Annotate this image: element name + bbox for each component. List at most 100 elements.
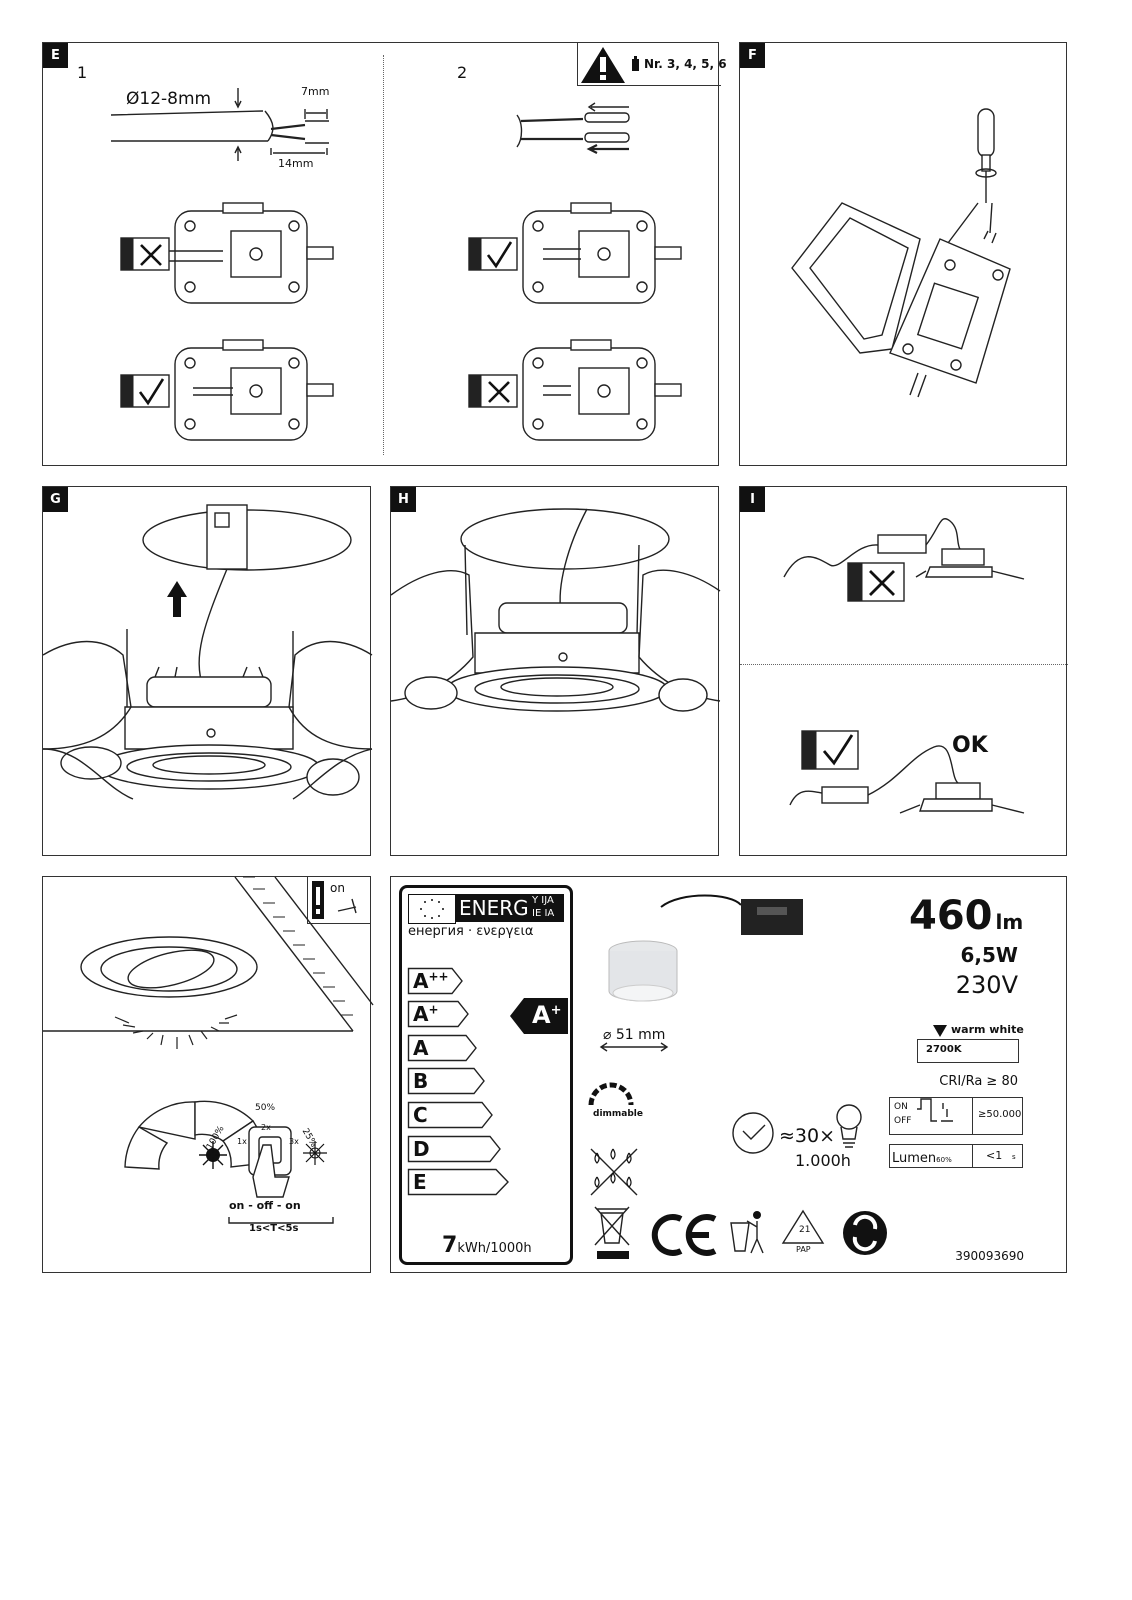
class-arrow [407,1168,509,1196]
switch-on-label: ON [894,1102,908,1112]
switch-off-label: OFF [894,1116,912,1126]
panel-h-tag: H [391,487,416,512]
lifetime-hours: 1.000h [795,1151,851,1170]
step-2-number: 2 [457,63,468,82]
warning-triangle-icon [581,47,625,83]
switch-cycle-divider [972,1098,973,1134]
ce-mark-icon [651,1214,717,1256]
color-label: warm white [951,1023,1024,1036]
class-arrow [407,1067,485,1095]
press-3x-label: 3x [289,1137,299,1146]
dim-warning-box: on [307,877,370,924]
class-app-main: A [413,969,429,993]
color-temp-box: 2700K [917,1039,1019,1063]
panel-i-divider [740,664,1068,665]
class-e-main: E [413,1170,427,1194]
consumption-unit: kWh/1000h [457,1241,532,1256]
energy-label: ENERG Y IJA IE IA енергия · ενεργεια A++… [399,885,573,1265]
dimming-drawing [43,876,374,1224]
energy-class-c: C [407,1101,494,1129]
class-arrow [407,1135,501,1163]
energy-class-a: A [407,1034,478,1062]
cross-badge-icon [847,562,905,602]
panel-g: G [42,486,373,856]
panel-f: F [739,42,1067,466]
panel-g-tag: G [43,487,68,512]
power-rating: 6,5W [960,943,1019,967]
cri-value: CRI/Ra ≥ 80 [939,1074,1018,1089]
panel-e-tag: E [43,43,68,68]
dim-50-label: 50% [255,1103,276,1113]
check-badge-icon [801,730,859,770]
class-a-main: A [413,1036,429,1060]
switch-sequence: on - off - on [229,1199,301,1212]
energy-title-box: ENERG Y IJA IE IA [456,894,564,922]
energy-class-d: D [407,1135,502,1163]
dimmable-label: dimmable [593,1109,643,1119]
article-number: 390093690 [955,1249,1024,1263]
panel-i-tag: I [740,487,765,512]
strip-length-7mm: 7mm [301,85,330,98]
energy-class-b: B [407,1067,486,1095]
wiring-check-drawing [783,518,1025,814]
rating-sup: + [550,1003,562,1018]
warmup-time: <1 [986,1149,1003,1162]
class-app-sup: ++ [428,969,449,984]
diameter-label: ⌀ 51 mm [603,1027,666,1043]
energy-title-suffix-bottom: IE IA [532,908,555,919]
warning-exclaim-icon [312,881,357,919]
sun-bright-icon [199,1141,227,1169]
rating-arrow [510,998,568,1034]
panel-e-drawings [110,88,682,441]
recycle-label: PAP [796,1245,811,1254]
tidyman-icon [730,1211,764,1254]
switch-timing: 1s<T<5s [249,1223,299,1234]
warmup-divider [972,1145,973,1167]
connector-box-1 [163,202,334,304]
energy-class-e: E [407,1168,510,1196]
connector-box-2 [174,339,334,441]
cable-diameter-label: Ø12-8mm [126,89,212,109]
install-fixture-drawing [390,508,721,712]
class-d-main: D [413,1137,430,1161]
dim-on-label: on [330,881,345,895]
energy-title-suffix-top: Y IJA [532,895,554,906]
press-2x-label: 2x [261,1123,271,1132]
panel-f-tag: F [740,43,765,68]
cross-badge-icon [120,237,170,271]
battery-icon [632,56,639,71]
panel-product-info: ENERG Y IJA IE IA енергия · ενεργεια A++… [390,876,1067,1273]
insert-wiring-drawing [42,504,373,800]
connector-box-3 [522,202,682,304]
bulb-icon [836,1104,862,1148]
eu-stars-icon [420,899,444,919]
clock-icon [732,1112,774,1154]
ok-label: OK [952,733,988,758]
sun-dim-icon [303,1141,327,1165]
energy-rating-indicator: A+ [510,998,570,1034]
check-badge-icon [468,237,518,271]
panel-dimming: on 50% 100 [42,876,374,1273]
switch-cycles-value: ≥50.000 [978,1109,1022,1120]
panel-h: H [390,486,721,856]
lumen-value: 460 [909,893,993,939]
rating-main: A [532,1001,551,1029]
consumption-value: 7 [442,1233,458,1258]
recycle-triangle-icon [781,1209,825,1244]
cross-badge-icon [468,374,518,408]
green-dot-icon [843,1211,887,1255]
class-arrow [407,967,463,995]
energy-class-app: A++ [407,967,463,995]
class-arrow [407,1101,493,1129]
eu-flag-box [408,894,456,924]
switch-cycle-box: ON OFF ≥50.000 [889,1097,1023,1135]
class-c-main: C [413,1103,428,1127]
class-arrow [407,1034,477,1062]
open-junction-box-drawing [791,108,1011,398]
press-1x-label: 1x [237,1137,247,1146]
weee-bin-icon [594,1206,630,1259]
recycle-code: 21 [799,1225,811,1235]
strip-length-14mm: 14mm [278,157,314,170]
energy-class-ap: A+ [407,1000,470,1028]
lumen-unit: lm [995,910,1024,934]
